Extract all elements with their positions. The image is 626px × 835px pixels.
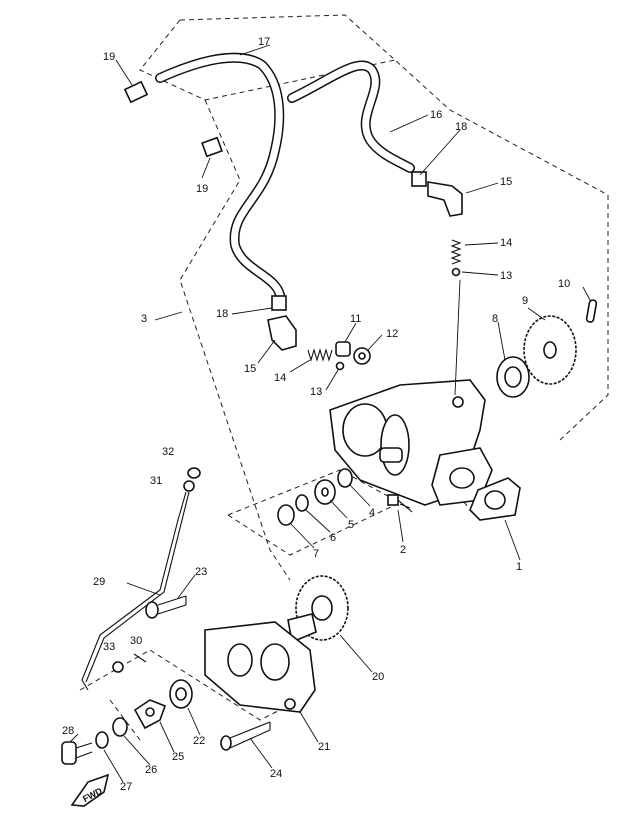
oil-seal-22 bbox=[169, 679, 193, 709]
arrow-direction-icon: FWD bbox=[70, 773, 110, 807]
elbow-fitting-15-lower bbox=[267, 315, 297, 351]
callout-23: 23 bbox=[195, 566, 207, 578]
callout-13-upper: 13 bbox=[500, 270, 512, 282]
hose-17 bbox=[155, 52, 285, 300]
clamp-18-upper bbox=[411, 171, 427, 187]
callout-14-lower: 14 bbox=[274, 372, 286, 384]
bracket-25 bbox=[133, 699, 167, 730]
bolt-24 bbox=[220, 721, 271, 751]
callout-19-mid: 19 bbox=[196, 183, 208, 195]
clamp-18-lower bbox=[271, 295, 287, 311]
nut-32 bbox=[187, 467, 201, 479]
callout-16: 16 bbox=[430, 109, 442, 121]
callout-31: 31 bbox=[150, 475, 162, 487]
callout-24: 24 bbox=[270, 768, 282, 780]
bolt-2 bbox=[387, 494, 413, 513]
callout-2: 2 bbox=[400, 544, 406, 556]
callout-26: 26 bbox=[145, 764, 157, 776]
cover-21 bbox=[204, 621, 316, 713]
callout-labels: 1 2 3 4 5 6 7 8 9 10 11 12 13 13 14 14 1… bbox=[62, 36, 570, 793]
callout-33: 33 bbox=[103, 641, 115, 653]
fitting-19-mid bbox=[201, 136, 223, 158]
washer-33 bbox=[112, 661, 124, 673]
callout-28: 28 bbox=[62, 725, 74, 737]
check-ball-13-lower bbox=[335, 361, 345, 371]
gasket-1 bbox=[469, 477, 521, 521]
washer-12 bbox=[353, 347, 371, 365]
callout-8: 8 bbox=[492, 313, 498, 325]
gear-20 bbox=[287, 575, 349, 644]
callout-4: 4 bbox=[369, 507, 375, 519]
callout-3: 3 bbox=[141, 313, 147, 325]
plate-5 bbox=[314, 479, 336, 505]
callout-9: 9 bbox=[522, 295, 528, 307]
bearing-8 bbox=[496, 356, 530, 398]
spring-14-lower bbox=[307, 348, 333, 362]
washer-6 bbox=[295, 494, 309, 512]
check-ball-13-upper bbox=[451, 267, 461, 277]
callout-15-lower: 15 bbox=[244, 363, 256, 375]
washer-4 bbox=[337, 468, 353, 488]
pump-body bbox=[329, 379, 493, 506]
callout-11: 11 bbox=[350, 313, 361, 325]
elbow-fitting-15-upper bbox=[427, 181, 463, 217]
screw-28 bbox=[61, 741, 93, 765]
callout-29: 29 bbox=[93, 576, 105, 588]
callout-7: 7 bbox=[313, 548, 319, 560]
bolt-23 bbox=[145, 595, 187, 619]
hose-16 bbox=[287, 60, 415, 173]
callout-18-upper: 18 bbox=[455, 121, 467, 133]
callout-20: 20 bbox=[372, 671, 384, 683]
callout-21: 21 bbox=[318, 741, 330, 753]
spring-14-upper bbox=[450, 239, 462, 265]
callout-12: 12 bbox=[386, 328, 398, 340]
callout-22: 22 bbox=[193, 735, 205, 747]
nut-7 bbox=[277, 504, 295, 526]
callout-19-top: 19 bbox=[103, 51, 115, 63]
callout-14-upper: 14 bbox=[500, 237, 512, 249]
washer-26 bbox=[112, 717, 128, 737]
fitting-19-top bbox=[123, 80, 149, 104]
callout-10: 10 bbox=[558, 278, 570, 290]
callout-27: 27 bbox=[120, 781, 132, 793]
callout-13-lower: 13 bbox=[310, 386, 322, 398]
callout-15-upper: 15 bbox=[500, 176, 512, 188]
callout-1: 1 bbox=[516, 561, 522, 573]
control-rod-29 bbox=[81, 491, 190, 691]
pin-30 bbox=[133, 653, 147, 663]
plug-11 bbox=[335, 341, 351, 357]
pin-10 bbox=[585, 299, 598, 323]
leader-lines bbox=[69, 44, 591, 783]
callout-5: 5 bbox=[348, 519, 354, 531]
callout-25: 25 bbox=[172, 751, 184, 763]
washer-27 bbox=[95, 731, 109, 749]
callout-32: 32 bbox=[162, 446, 174, 458]
drive-gear-9 bbox=[523, 315, 577, 385]
nut-31 bbox=[183, 480, 195, 492]
callout-6: 6 bbox=[330, 532, 336, 544]
callout-18-lower: 18 bbox=[216, 308, 228, 320]
callout-17: 17 bbox=[258, 36, 270, 48]
callout-30: 30 bbox=[130, 635, 142, 647]
